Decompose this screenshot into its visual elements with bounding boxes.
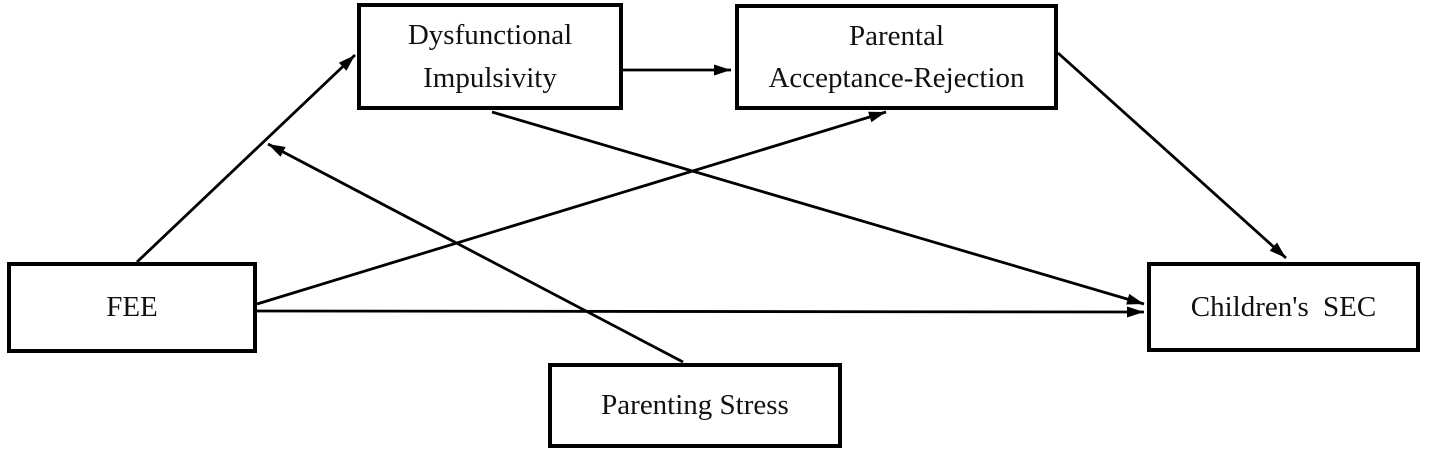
node-fee: FEE — [7, 262, 257, 353]
node-parental-acceptance-rejection: Parental Acceptance-Rejection — [735, 4, 1058, 110]
node-label: Parenting Stress — [601, 389, 789, 422]
node-parenting-stress: Parenting Stress — [548, 363, 842, 448]
node-label: Dysfunctional — [407, 19, 573, 52]
node-label: Children's SEC — [1190, 290, 1377, 323]
edge-fee-to-sec — [256, 306, 1145, 318]
edge-impulsivity-to-sec — [491, 110, 1145, 306]
node-label: Acceptance-Rejection — [768, 62, 1025, 94]
node-dysfunctional-impulsivity: Dysfunctional Impulsivity — [357, 3, 623, 110]
edge-fee-to-acceptance — [256, 110, 887, 306]
edge-fee-to-impulsivity — [136, 53, 356, 264]
edge-stress-to-fee-impulsivity-path — [267, 142, 684, 364]
node-label: Parental — [848, 19, 944, 52]
node-childrens-sec: Children's SEC — [1147, 262, 1420, 352]
edge-acceptance-to-sec — [1057, 51, 1287, 260]
node-label: Impulsivity — [423, 61, 557, 94]
node-label: FEE — [106, 291, 158, 324]
